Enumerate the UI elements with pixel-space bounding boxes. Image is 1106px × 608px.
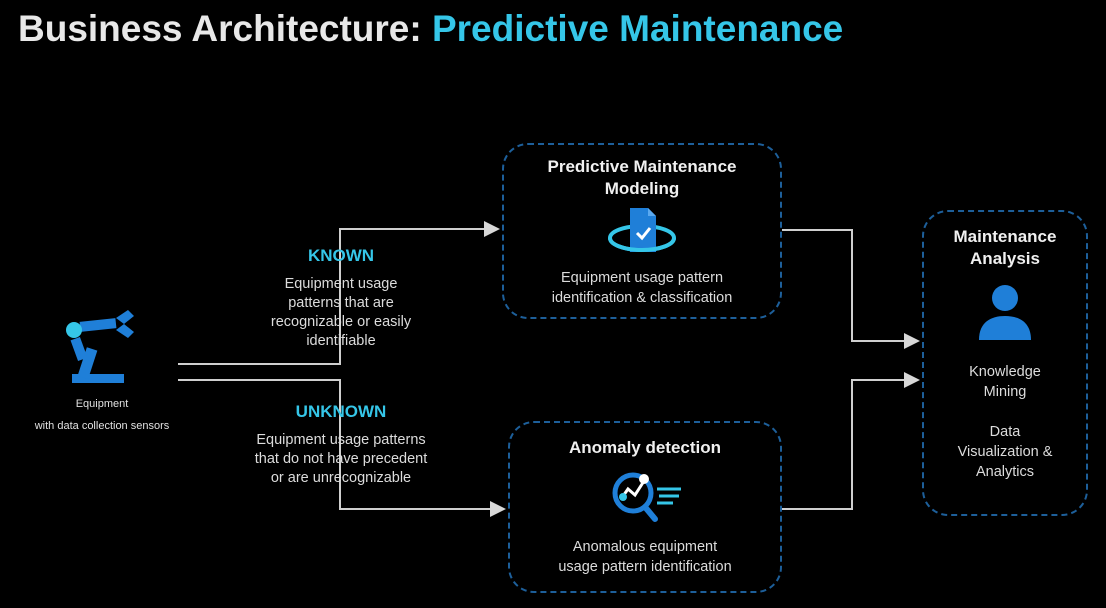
modeling-description: Equipment usage pattern identification &… xyxy=(504,268,780,308)
modeling-title-line: Predictive Maintenance xyxy=(547,157,737,176)
modeling-desc-line: identification & classification xyxy=(551,290,733,306)
unknown-line: Equipment usage patterns xyxy=(256,432,426,448)
equipment-label-line: Equipment xyxy=(75,398,129,410)
analysis-item-line: Mining xyxy=(983,384,1027,400)
anomaly-desc-line: usage pattern identification xyxy=(558,559,732,575)
person-icon xyxy=(979,285,1031,340)
modeling-title: Predictive Maintenance Modeling xyxy=(504,156,780,200)
unknown-description: Equipment usage patterns that do not hav… xyxy=(222,431,460,488)
equipment-label-line: with data collection sensors xyxy=(34,420,170,432)
connector-modeling-analysis xyxy=(782,229,920,349)
known-line: patterns that are xyxy=(288,295,394,311)
analysis-item-line: Analytics xyxy=(975,464,1035,480)
anomaly-description: Anomalous equipment usage pattern identi… xyxy=(510,537,780,577)
title-prefix: Business Architecture: xyxy=(18,8,432,49)
known-line: identifiable xyxy=(306,333,376,349)
analysis-data-visualization: Data Visualization & Analytics xyxy=(924,422,1086,482)
unknown-line: that do not have precedent xyxy=(254,451,428,467)
analysis-title-line: Maintenance xyxy=(953,227,1057,246)
modeling-title-line: Modeling xyxy=(604,179,680,198)
anomaly-desc-line: Anomalous equipment xyxy=(572,539,718,555)
page-title: Business Architecture: Predictive Mainte… xyxy=(18,8,843,50)
analysis-item-line: Knowledge xyxy=(969,364,1041,380)
analysis-title-line: Analysis xyxy=(970,249,1040,268)
unknown-line: or are unrecognizable xyxy=(270,470,412,486)
known-heading: KNOWN xyxy=(307,246,375,265)
magnifier-chart-icon xyxy=(612,472,681,522)
analysis-title: Maintenance Analysis xyxy=(924,226,1086,270)
connector-known xyxy=(178,221,500,365)
known-line: recognizable or easily xyxy=(270,314,412,330)
equipment-label: Equipment with data collection sensors xyxy=(12,393,192,437)
unknown-heading: UNKNOWN xyxy=(295,402,387,421)
known-line: Equipment usage xyxy=(284,276,398,292)
analysis-box: Maintenance Analysis Knowledge Mining Da… xyxy=(922,210,1088,516)
anomaly-title: Anomaly detection xyxy=(568,438,722,457)
anomaly-box: Anomaly detection Anomalous equipment us… xyxy=(508,421,782,593)
document-check-ring-icon xyxy=(608,208,676,252)
analysis-item-line: Visualization & xyxy=(957,444,1053,460)
known-description: Equipment usage patterns that are recogn… xyxy=(230,275,452,351)
modeling-desc-line: Equipment usage pattern xyxy=(560,270,724,286)
robot-arm-icon xyxy=(66,310,134,383)
analysis-item-line: Data xyxy=(989,424,1021,440)
analysis-knowledge-mining: Knowledge Mining xyxy=(924,362,1086,402)
connector-unknown xyxy=(178,379,506,517)
connector-anomaly-analysis xyxy=(782,372,920,510)
title-accent: Predictive Maintenance xyxy=(431,8,844,49)
modeling-box: Predictive Maintenance Modeling Equipmen… xyxy=(502,143,782,319)
